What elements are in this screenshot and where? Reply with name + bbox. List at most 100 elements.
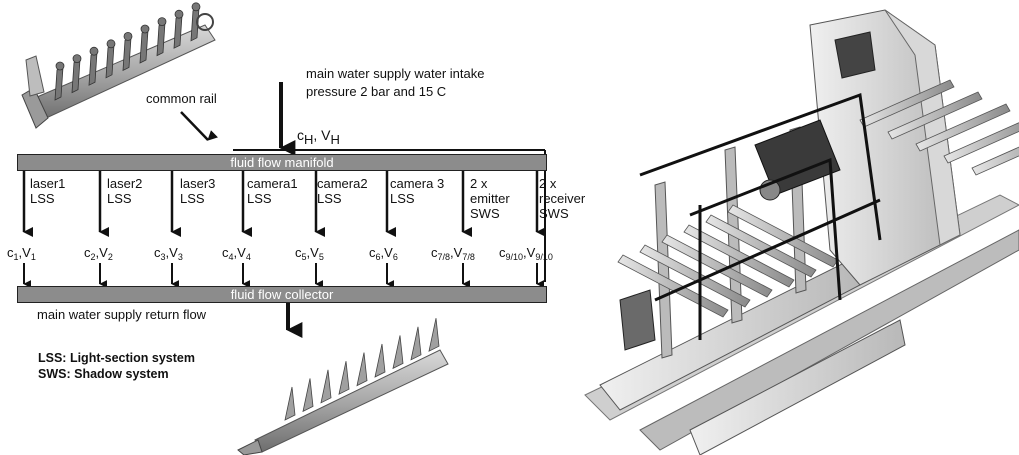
var-c-sub: 5 (301, 252, 307, 262)
consumer-2-line1: laser2 (107, 176, 143, 191)
var-v: V (310, 245, 319, 260)
common-rail-arrow (180, 111, 218, 141)
rail-valve-knob-7 (157, 17, 167, 27)
var-v-sub: 1 (30, 252, 36, 262)
var-c: c (7, 245, 14, 260)
var-c: c (499, 245, 506, 260)
rear-roller-4 (943, 122, 1019, 164)
collector-cone-4 (338, 361, 350, 395)
branch-arrows (22, 171, 546, 288)
var-c-sub: 7/8 (437, 252, 451, 262)
consumer-1-line2: LSS (30, 191, 55, 206)
var-v-sub: 3 (177, 252, 183, 262)
measuring-machine-image (584, 9, 1019, 455)
consumer-variables-2: c2,V2 (84, 245, 113, 262)
collector-cone-2 (302, 378, 314, 413)
collector-cone-7 (392, 335, 404, 370)
consumer-variables-3: c3,V3 (154, 245, 183, 262)
var-c-sub: 9/10 (505, 252, 524, 262)
rail-valve-knob-2 (72, 54, 82, 63)
conveyor-roller-4 (683, 224, 795, 288)
consumer-variables-4: c4,V4 (222, 245, 251, 262)
consumer-6-line1: camera 3 (390, 176, 445, 191)
conveyor-roller-5 (705, 214, 817, 278)
consumer-4-line2: LSS (247, 191, 272, 206)
var-v: V (169, 245, 178, 260)
consumer-7-line3: SWS (470, 206, 500, 221)
head-variables: cH, VH (297, 127, 340, 147)
collector-cone-9 (428, 318, 440, 352)
var-v: V (526, 245, 536, 260)
var-c-sub: 2 (90, 252, 96, 262)
collector-cone-8 (410, 326, 422, 361)
var-c: c (431, 245, 438, 260)
consumer-2-line2: LSS (107, 191, 132, 206)
consumer-variables-5: c5,V5 (295, 245, 324, 262)
rear-roller-2 (887, 91, 983, 140)
var-v-sub: 7/8 (462, 252, 475, 262)
consumer-6-line2: LSS (390, 191, 415, 206)
rail-valve-knob-8 (174, 9, 184, 19)
consumer-variables-7: c7/8,V7/8 (431, 245, 475, 262)
conveyor-roller-2 (639, 244, 751, 308)
var-v-sub: 5 (318, 252, 324, 262)
supply-label-line2: pressure 2 bar and 15 C (306, 84, 447, 99)
common-rail-label: common rail (146, 91, 217, 106)
collector-cone-6 (374, 343, 386, 378)
rail-valve-knob-3 (89, 46, 99, 56)
consumer-5-line1: camera2 (317, 176, 368, 191)
consumer-variables-6: c6,V6 (369, 245, 398, 262)
conveyor-roller-3 (661, 234, 773, 298)
consumer-variables-8: c9/10,V9/10 (499, 245, 553, 262)
var-c: c (369, 245, 376, 260)
consumer-3-line2: LSS (180, 191, 205, 206)
var-c-sub: 6 (375, 252, 381, 262)
collector-cone-3 (320, 369, 332, 404)
head-v-sub: H (330, 132, 340, 147)
rail-valve-knob-4 (106, 39, 116, 49)
consumer-4-line1: camera1 (247, 176, 298, 191)
rear-roller-5 (971, 146, 1019, 176)
supply-label-line1: main water supply water intake (306, 66, 485, 81)
collector-rail-image (237, 318, 449, 455)
var-c: c (154, 245, 161, 260)
var-c-sub: 4 (228, 252, 234, 262)
var-v: V (384, 245, 393, 260)
collector-cone-5 (356, 352, 368, 387)
rail-valve-knob-6 (140, 24, 150, 34)
collector-cone-1 (284, 386, 296, 421)
head-c-sub: H (304, 132, 314, 147)
var-v-sub: 2 (107, 252, 113, 262)
consumer-3-line1: laser3 (180, 176, 216, 191)
fluid-flow-collector: fluid flow collector (17, 286, 547, 303)
var-v-sub: 9/10 (535, 252, 553, 262)
common-rail-image (21, 2, 216, 129)
consumer-1-line1: laser1 (30, 176, 66, 191)
rail-valve-knob-5 (123, 32, 133, 41)
var-v: V (453, 245, 463, 260)
var-c: c (295, 245, 302, 260)
consumer-8-line1: 2 x (539, 176, 557, 191)
var-v: V (237, 245, 246, 260)
consumer-7-line2: emitter (470, 191, 510, 206)
consumer-7-line1: 2 x (470, 176, 488, 191)
consumer-variables-1: c1,V1 (7, 245, 36, 262)
var-c-sub: 1 (13, 252, 19, 262)
var-v: V (99, 245, 108, 260)
var-c: c (222, 245, 229, 260)
consumer-8-line3: SWS (539, 206, 569, 221)
rear-roller-3 (915, 103, 1011, 152)
rail-valve-knob-9 (191, 2, 201, 12)
return-flow-label: main water supply return flow (37, 307, 207, 322)
fluid-flow-manifold: fluid flow manifold (17, 154, 547, 171)
